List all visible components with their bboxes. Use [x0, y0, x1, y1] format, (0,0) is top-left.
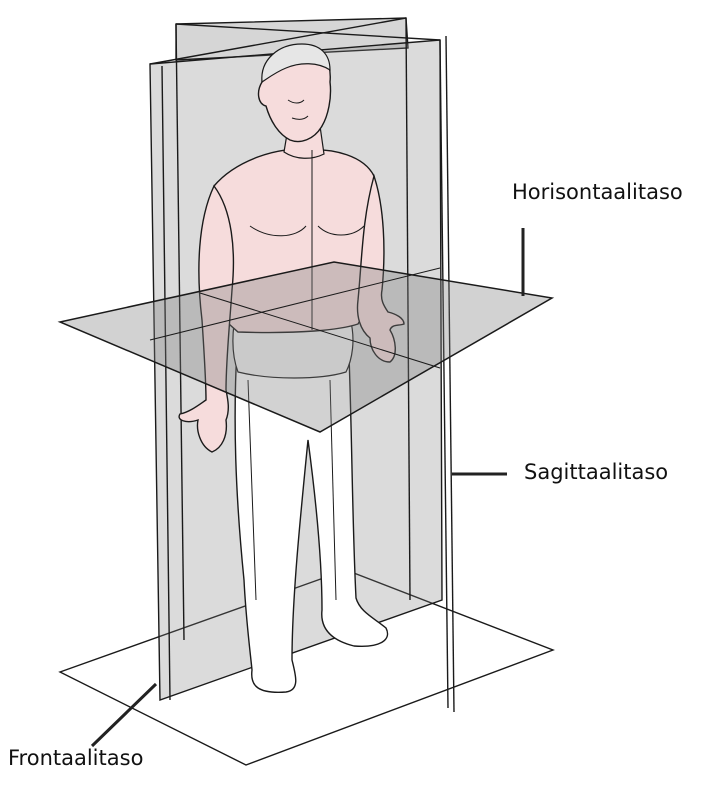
horizontal-plane: [60, 262, 552, 432]
frontal-plane-label: Frontaalitaso: [8, 748, 143, 769]
horizontal-plane-label: Horisontaalitaso: [512, 182, 683, 203]
sagittal-plane-label: Sagittaalitaso: [524, 462, 668, 483]
